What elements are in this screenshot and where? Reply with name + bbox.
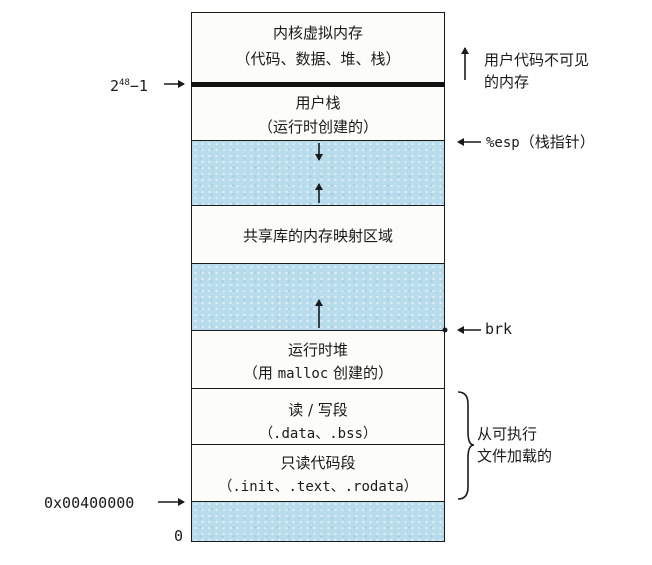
kernel-subtitle: （代码、数据、堆、栈） — [235, 50, 401, 68]
top-address-base: 2 — [110, 77, 120, 95]
heap-subtitle-suffix: 创建的） — [328, 364, 394, 382]
read-write-title: 读 / 写段 — [288, 401, 348, 419]
top-address-rest: −1 — [129, 77, 148, 95]
read-only-segment — [191, 444, 445, 501]
runtime-heap-region — [191, 330, 445, 389]
loaded-from-file-note-line2: 文件加载的 — [477, 447, 553, 465]
read-only-subtitle: （.init、.text、.rodata） — [218, 479, 418, 495]
divider-line — [191, 330, 445, 331]
invisible-memory-note-line1: 用户代码不可见 — [484, 51, 590, 69]
kernel-title: 内核虚拟内存 — [272, 24, 363, 42]
read-write-segment — [191, 389, 445, 444]
top-address-exponent: 48 — [119, 78, 130, 88]
stack-pointer-label: %esp（栈指针） — [486, 133, 595, 152]
load-address-label: 0x00400000 — [44, 494, 135, 512]
stack-pointer-text: （栈指针） — [519, 133, 595, 151]
user-stack-region — [191, 87, 445, 141]
heap-subtitle-prefix: （用 — [242, 364, 278, 382]
brk-point-marker — [442, 327, 448, 333]
loaded-segments-brace — [457, 391, 475, 500]
top-address-label: 248−1 — [110, 74, 148, 95]
read-only-title: 只读代码段 — [280, 454, 356, 472]
heap-subtitle: （用 malloc 创建的） — [191, 364, 445, 383]
loaded-from-file-note-line1: 从可执行 — [477, 425, 538, 443]
divider-line — [191, 140, 445, 141]
kernel-boundary-line — [191, 82, 445, 87]
divider-line — [191, 263, 445, 264]
shared-libraries-region — [191, 205, 445, 264]
invisible-memory-note-line2: 的内存 — [484, 73, 530, 91]
heap-title: 运行时堆 — [287, 341, 348, 359]
shared-libraries-label: 共享库的内存映射区域 — [242, 227, 393, 245]
brk-label: brk — [485, 320, 513, 338]
kernel-memory-region — [191, 12, 445, 83]
heap-gap-region — [191, 264, 445, 330]
divider-line — [191, 501, 445, 502]
divider-line — [191, 444, 445, 445]
user-stack-subtitle: （运行时创建的） — [257, 118, 378, 136]
esp-register: %esp — [486, 135, 520, 151]
divider-line — [191, 205, 445, 206]
user-stack-title: 用户栈 — [295, 94, 341, 112]
divider-line — [191, 388, 445, 389]
stack-gap-region — [191, 141, 445, 205]
low-memory-region — [191, 501, 445, 542]
zero-address-label: 0 — [174, 527, 184, 545]
malloc-code: malloc — [277, 366, 329, 382]
read-write-subtitle: （.data、.bss） — [259, 426, 377, 442]
